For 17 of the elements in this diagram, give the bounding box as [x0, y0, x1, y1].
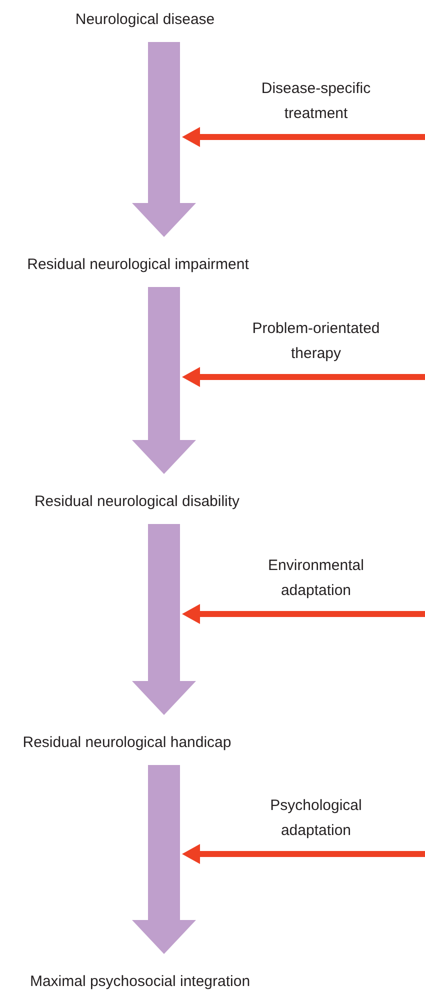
arrow	[132, 765, 196, 954]
stage-label: Maximal psychosocial integration	[30, 972, 250, 992]
treatment-label: Disease-specific treatment	[241, 76, 391, 126]
arrow	[132, 524, 196, 715]
arrow	[182, 367, 425, 387]
stage-label: Residual neurological disability	[34, 492, 240, 512]
arrow	[182, 844, 425, 864]
treatment-label: Environmental adaptation	[241, 553, 391, 603]
arrow	[132, 287, 196, 474]
stage-label: Residual neurological handicap	[22, 733, 232, 753]
stage-label: Neurological disease	[75, 10, 215, 30]
treatment-label: Psychological adaptation	[241, 793, 391, 843]
arrow	[132, 42, 196, 237]
treatment-label: Problem-orientated therapy	[241, 316, 391, 366]
stage-label: Residual neurological impairment	[27, 255, 249, 275]
arrow	[182, 127, 425, 147]
arrow	[182, 604, 425, 624]
